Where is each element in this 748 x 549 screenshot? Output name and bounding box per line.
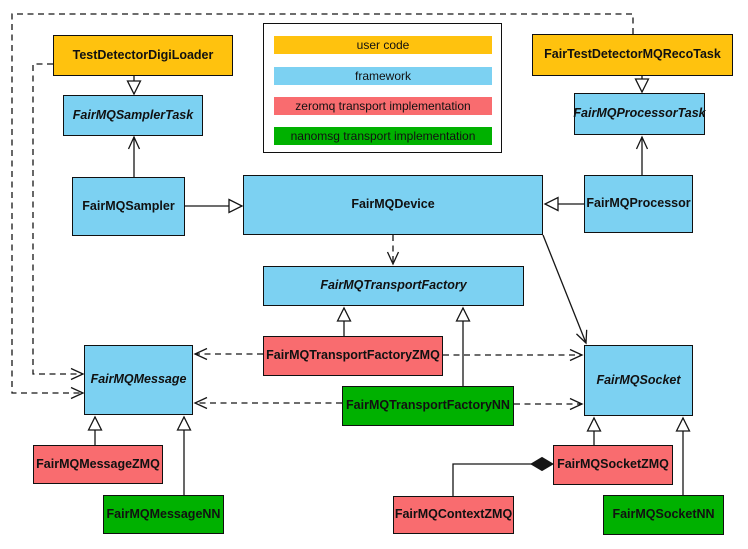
legend-label: zeromq transport implementation: [295, 99, 471, 113]
node-fairtestdetectormqrecotask: FairTestDetectorMQRecoTask: [532, 34, 733, 76]
node-label: FairMQContextZMQ: [394, 507, 513, 522]
node-label: FairMQDevice: [351, 197, 435, 212]
legend-box: user code framework zeromq transport imp…: [263, 23, 502, 153]
node-fairmqsocket: FairMQSocket: [584, 345, 693, 416]
node-label: FairMQTransportFactoryZMQ: [266, 348, 440, 363]
node-label: FairMQSocket: [596, 372, 681, 387]
node-fairmqprocessor: FairMQProcessor: [584, 175, 693, 233]
node-fairmqdevice: FairMQDevice: [243, 175, 543, 235]
node-fairmqsamplertask: FairMQSamplerTask: [63, 95, 203, 136]
node-label: FairMQProcessor: [586, 196, 691, 211]
legend-item-zeromq: zeromq transport implementation: [274, 97, 492, 115]
node-label: FairMQSocketZMQ: [557, 457, 669, 472]
node-fairmqcontextzmq: FairMQContextZMQ: [393, 496, 514, 534]
node-label: FairMQMessageNN: [106, 506, 221, 521]
node-label: FairMQMessage: [90, 372, 187, 387]
node-fairmqmessage: FairMQMessage: [84, 345, 193, 415]
node-label: FairMQMessageZMQ: [36, 456, 160, 471]
legend-label: nanomsg transport implementation: [290, 129, 476, 143]
legend-item-user-code: user code: [274, 36, 492, 54]
node-label: FairMQTransportFactoryNN: [346, 398, 510, 413]
node-fairmqmessagenn: FairMQMessageNN: [103, 495, 224, 534]
node-fairmqtransportfactory: FairMQTransportFactory: [263, 266, 524, 306]
node-fairmqsocketnn: FairMQSocketNN: [603, 495, 724, 535]
node-fairmqmessagezmq: FairMQMessageZMQ: [33, 445, 163, 484]
node-label: FairMQSocketNN: [612, 507, 715, 522]
node-label: FairMQSampler: [82, 198, 175, 213]
node-fairmqsocketzmq: FairMQSocketZMQ: [553, 445, 673, 485]
node-fairmqprocessortask: FairMQProcessorTask: [573, 93, 706, 135]
legend-label: framework: [354, 69, 411, 83]
node-label: FairMQProcessorTask: [573, 106, 706, 121]
node-fairmqsampler: FairMQSampler: [72, 177, 185, 236]
node-label: FairMQSamplerTask: [72, 107, 194, 122]
node-label: FairTestDetectorMQRecoTask: [544, 47, 721, 62]
node-testdetectordigiloader: TestDetectorDigiLoader: [53, 35, 233, 76]
legend-item-framework: framework: [274, 67, 492, 85]
node-label: TestDetectorDigiLoader: [72, 47, 214, 62]
legend-label: user code: [356, 38, 410, 52]
node-fairmqtransportfactoryzmq: FairMQTransportFactoryZMQ: [263, 336, 443, 376]
legend-item-nanomsg: nanomsg transport implementation: [274, 127, 492, 145]
node-label: FairMQTransportFactory: [320, 278, 467, 293]
node-fairmqtransportfactorynn: FairMQTransportFactoryNN: [342, 386, 514, 426]
